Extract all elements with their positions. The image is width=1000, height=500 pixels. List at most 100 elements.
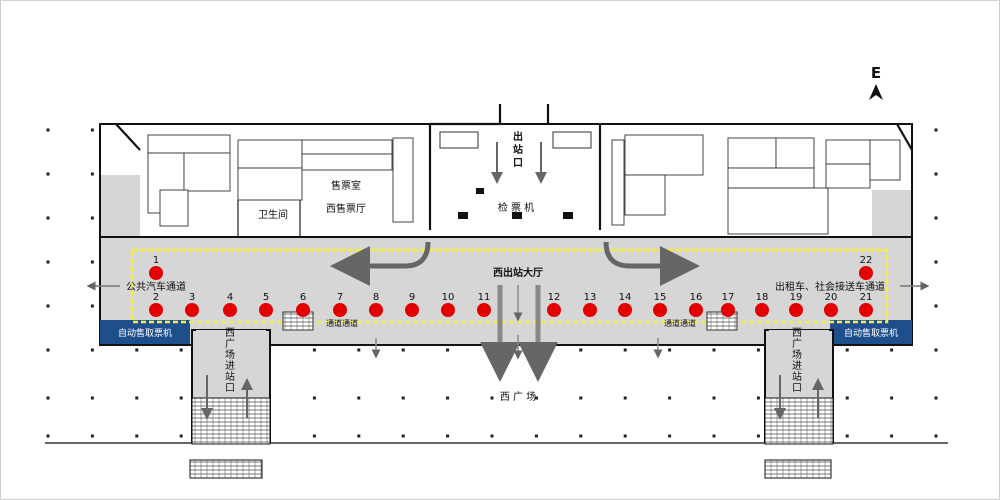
marker-dot-10 — [441, 303, 455, 317]
north-arrow-icon: E — [869, 64, 883, 100]
grid-dot — [623, 434, 627, 438]
exit-label-vertical: 出 站 口 — [513, 130, 523, 169]
grid-dot — [623, 348, 627, 352]
marker-number-9: 9 — [409, 292, 415, 303]
grid-dot — [46, 304, 50, 308]
marker-number-2: 2 — [153, 292, 159, 303]
marker-number-7: 7 — [337, 292, 343, 303]
west-exit-hall — [99, 236, 913, 479]
grid-dot — [401, 396, 405, 400]
grid-dot — [135, 396, 139, 400]
ticket-office-label: 售票室 — [331, 179, 361, 192]
grid-dot — [534, 396, 538, 400]
grid-dot — [135, 434, 139, 438]
west-exit-hall-label: 西出站大厅 — [493, 266, 543, 279]
marker-dot-13 — [583, 303, 597, 317]
marker-number-3: 3 — [189, 292, 195, 303]
marker-number-11: 11 — [478, 292, 491, 303]
stairs-right-bottom — [764, 459, 832, 479]
grid-dot — [46, 434, 50, 438]
grid-dot — [312, 396, 316, 400]
stairs-left — [191, 397, 271, 445]
marker-number-18: 18 — [756, 292, 769, 303]
grid-dot — [46, 172, 50, 176]
marker-dot-3 — [185, 303, 199, 317]
bus-passage-label: 公共汽车通道 — [126, 280, 186, 293]
grid-dot — [46, 348, 50, 352]
ticket-gate-label: 检 票 机 — [498, 201, 534, 214]
marker-number-19: 19 — [790, 292, 803, 303]
marker-dot-15 — [653, 303, 667, 317]
west-entrance-right-char: 进 — [792, 360, 802, 372]
grid-dot — [934, 434, 938, 438]
exit-label-char-2: 站 — [513, 143, 523, 156]
grid-dot — [890, 434, 894, 438]
grid-dot — [357, 434, 361, 438]
marker-dot-20 — [824, 303, 838, 317]
area-labels: 出 站 口 检 票 机 售票室 西售票厅 卫生间 西出站大厅 公共汽车通道 出租… — [118, 130, 898, 403]
west-entrance-left-label: 西 广 场 进 站 口 — [225, 328, 235, 394]
grid-dot — [934, 396, 938, 400]
exit-label-char-1: 出 — [513, 130, 523, 143]
stairs-right — [764, 397, 834, 445]
taxi-passage-label: 出租车、社会接送车通道 — [775, 280, 885, 293]
grid-dot — [179, 434, 183, 438]
west-entrance-right-char: 口 — [792, 383, 802, 394]
grid-dot — [90, 348, 94, 352]
grid-dot — [756, 396, 760, 400]
compass-label: E — [871, 64, 881, 82]
grid-dot — [90, 260, 94, 264]
grid-dot — [579, 348, 583, 352]
west-ticket-hall-label: 西售票厅 — [326, 202, 366, 215]
marker-number-6: 6 — [300, 292, 306, 303]
grid-dot — [490, 396, 494, 400]
grid-dot — [135, 348, 139, 352]
grid-dot — [90, 396, 94, 400]
grid-dot — [179, 348, 183, 352]
flow-arrow-right — [603, 241, 700, 286]
marker-dot-12 — [547, 303, 561, 317]
marker-number-20: 20 — [825, 292, 838, 303]
grid-dot — [890, 396, 894, 400]
grid-dot — [934, 260, 938, 264]
grid-dot — [90, 434, 94, 438]
west-square-label: 西 广 场 — [500, 390, 536, 403]
grid-dot — [934, 304, 938, 308]
stairs-left-bottom — [189, 459, 263, 479]
west-entrance-right-char: 站 — [792, 370, 802, 383]
grid-dot — [579, 396, 583, 400]
vending-right-label: 自动售取票机 — [844, 327, 898, 339]
marker-dot-7 — [333, 303, 347, 317]
marker-number-1: 1 — [153, 255, 159, 266]
grid-dot — [46, 128, 50, 132]
marker-number-12: 12 — [548, 292, 561, 303]
west-entrance-right-char: 场 — [792, 348, 802, 361]
grid-dot — [179, 396, 183, 400]
exit-label-char-3: 口 — [513, 158, 523, 169]
waiting-zone-outline — [130, 248, 889, 324]
grid-dot — [934, 172, 938, 176]
grid-dot — [490, 348, 494, 352]
west-entrance-left-char: 广 — [225, 338, 235, 350]
building-upper — [99, 104, 913, 255]
grid-dot — [845, 434, 849, 438]
marker-number-4: 4 — [227, 292, 233, 303]
passage-left-label: 通道通道 — [326, 318, 358, 328]
grid-dot — [668, 434, 672, 438]
marker-dot-16 — [689, 303, 703, 317]
marker-number-21: 21 — [860, 292, 873, 303]
marker-number-10: 10 — [442, 292, 455, 303]
grid-dot — [357, 396, 361, 400]
grid-dot — [756, 434, 760, 438]
grid-dot — [490, 434, 494, 438]
marker-number-8: 8 — [373, 292, 379, 303]
west-entrance-right-label: 西 广 场 进 站 口 — [792, 328, 802, 394]
grid-dot — [712, 434, 716, 438]
grid-dot — [668, 348, 672, 352]
grid-dot — [845, 348, 849, 352]
marker-number-13: 13 — [584, 292, 597, 303]
west-entrance-left-char: 站 — [225, 370, 235, 383]
grid-dot — [90, 172, 94, 176]
